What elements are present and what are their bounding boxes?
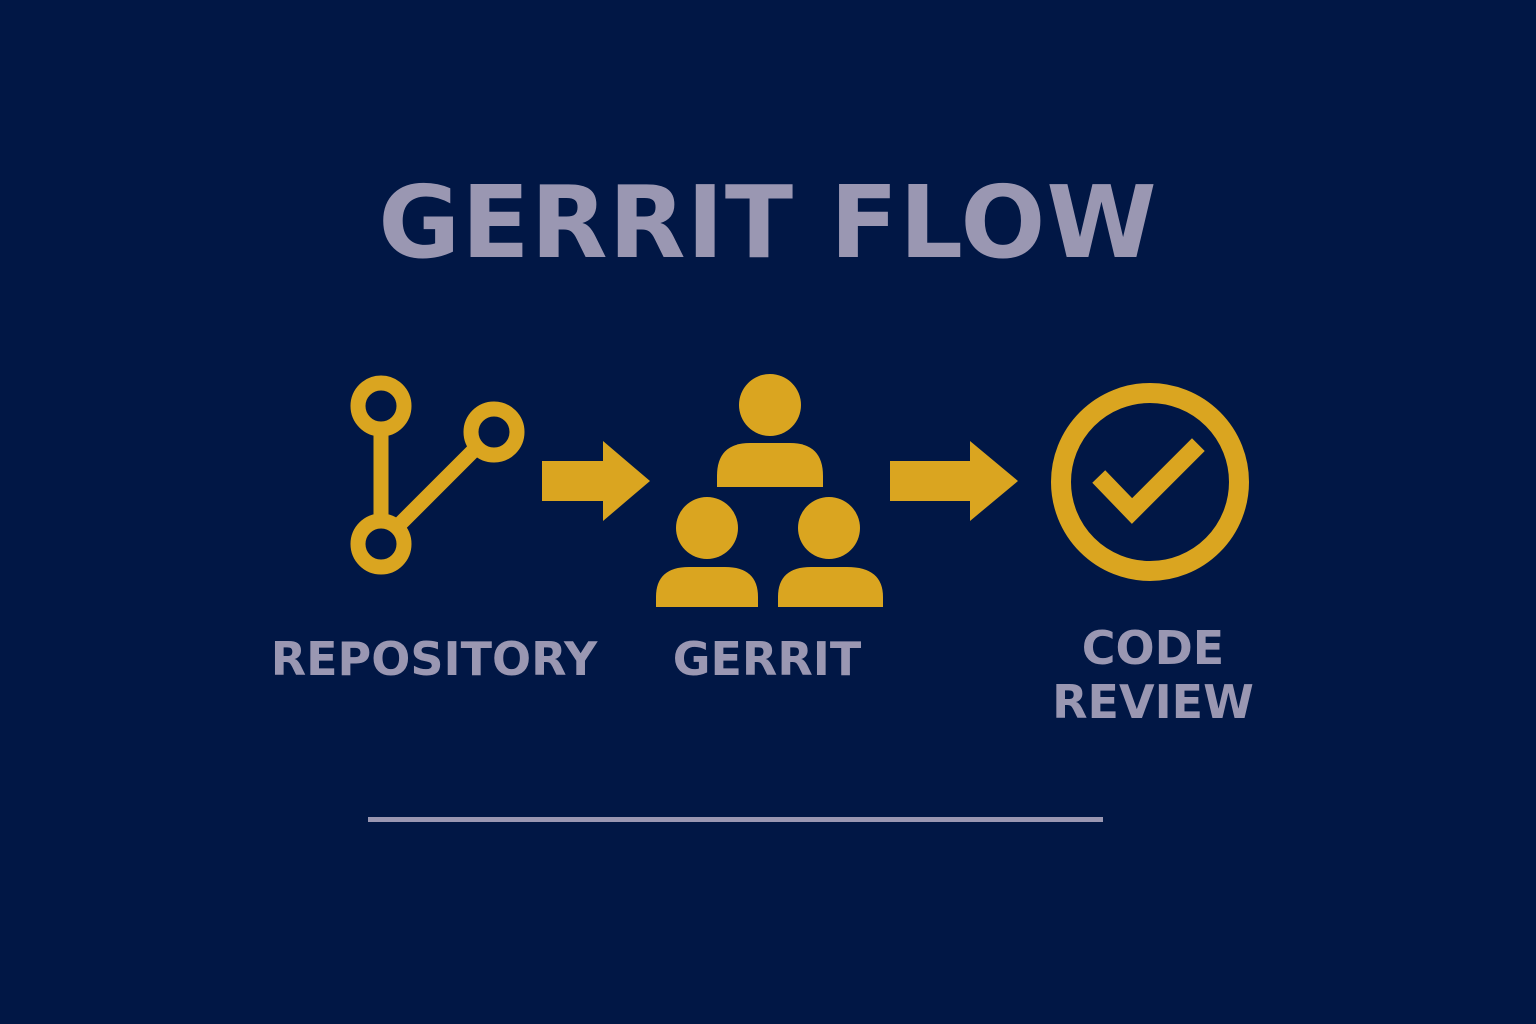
arrow-right-icon xyxy=(542,441,650,521)
node-label-line: REVIEW xyxy=(1052,675,1254,729)
node-label-gerrit: GERRIT xyxy=(627,632,907,686)
node-label-line: GERRIT xyxy=(672,632,862,686)
node-label-line: CODE xyxy=(1081,621,1225,675)
node-label-line: REPOSITORY xyxy=(270,632,598,686)
diagram-title: GERRIT FLOW xyxy=(378,164,1158,281)
node-label-repository: REPOSITORY xyxy=(264,632,604,686)
user-group-icon xyxy=(656,374,883,607)
arrow-right-icon xyxy=(890,441,1018,521)
git-branch-icon xyxy=(350,375,525,575)
node-label-code-review: CODE REVIEW xyxy=(1023,621,1283,729)
divider-line xyxy=(368,817,1103,822)
check-circle-icon xyxy=(1051,383,1249,581)
